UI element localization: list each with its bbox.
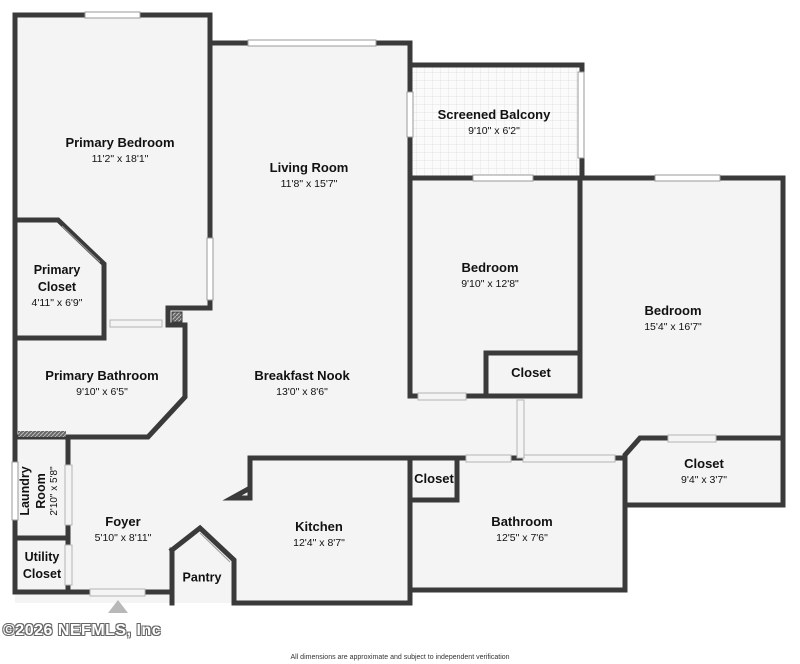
bathroom-label: Bathroom 12'5" x 7'6" [491,513,552,545]
hall-closet-label: Closet [414,470,454,488]
room-name-line1: Utility [24,550,60,565]
room-dims: 9'4" x 3'7" [681,473,727,486]
room-dims: 12'5" x 7'6" [496,531,548,544]
room-dims: 12'4" x 8'7" [293,536,345,549]
room-name: Screened Balcony [437,107,551,123]
watermark: ©2026 NEFMLS, Inc [3,622,162,639]
room-name: Bedroom [644,303,702,319]
bedroom-closet-label: Closet [511,364,551,382]
room-dims: 11'8" x 15'7" [280,177,338,190]
room-name: Breakfast Nook [254,368,350,384]
laundry-room-label: Laundry Room 2'10" x 5'8" [18,466,62,515]
screened-balcony-label: Screened Balcony 9'10" x 6'2" [438,106,551,138]
door-swings [61,225,231,563]
room-name: Pantry [182,570,222,585]
room-name: Closet [414,471,454,487]
foyer-label: Foyer 5'10" x 8'11" [95,513,152,545]
room-name: Foyer [105,514,141,530]
vent-block [171,311,183,323]
room-name: Bedroom [461,260,519,276]
walls [12,12,786,606]
room-dims: 4'11" x 6'9" [31,296,83,309]
utility-closet-label: Utility Closet [23,549,61,583]
room-dims: 2'10" x 5'8" [49,466,61,516]
room-name: Primary Bathroom [45,368,159,384]
kitchen-label: Kitchen 12'4" x 8'7" [293,518,345,550]
primary-bedroom-label: Primary Bedroom 11'2" x 18'1" [65,134,174,166]
bedroom-2-label: Bedroom 15'4" x 16'7" [644,302,702,334]
door-openings [64,319,717,597]
room-dims: 15'4" x 16'7" [644,320,702,333]
windows [11,11,721,521]
room-name-line1: Laundry [18,466,33,516]
room-dims: 9'10" x 6'2" [468,124,520,137]
primary-bathroom-label: Primary Bathroom 9'10" x 6'5" [45,367,158,399]
pantry-label: Pantry [183,570,222,587]
room-name: Primary Bedroom [65,135,175,151]
disclaimer: All dimensions are approximate and subje… [290,654,510,661]
room-name: Kitchen [295,519,343,535]
primary-closet-label: Primary Closet 4'11" x 6'9" [32,262,83,310]
room-name: Closet [511,365,551,381]
balcony-floor [411,67,581,177]
room-name-line2: Room [33,473,48,509]
entry-arrow [108,600,128,613]
room-name: Bathroom [491,514,553,530]
room-name: Closet [684,456,724,472]
room-name-line1: Primary [33,263,81,278]
living-room-label: Living Room 11'8" x 15'7" [270,159,349,191]
right-closet-label: Closet 9'4" x 3'7" [681,455,727,487]
room-name-line2: Closet [37,279,77,294]
room-name: Living Room [269,160,349,176]
room-dims: 9'10" x 6'5" [76,385,128,398]
room-dims: 11'2" x 18'1" [91,152,149,165]
breakfast-nook-label: Breakfast Nook 13'0" x 8'6" [254,367,349,399]
room-dims: 9'10" x 12'8" [461,277,519,290]
bedroom-1-label: Bedroom 9'10" x 12'8" [461,259,519,291]
room-name-line2: Closet [22,567,62,581]
room-dims: 13'0" x 8'6" [276,385,328,398]
laundry-shelf [18,431,66,437]
room-dims: 5'10" x 8'11" [94,531,152,544]
